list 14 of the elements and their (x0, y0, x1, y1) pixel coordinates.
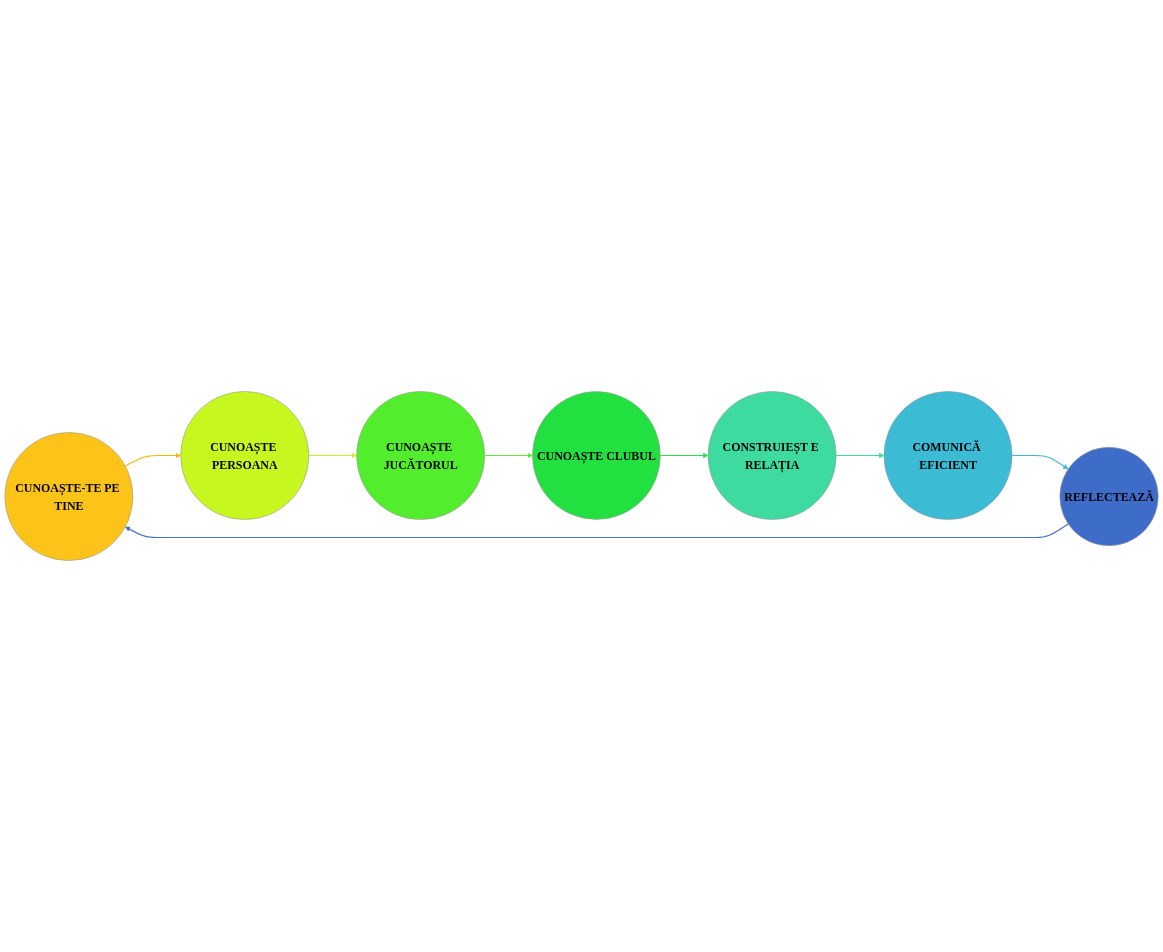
node-circle: COMUNICĂ EFICIENT (883, 391, 1013, 520)
arrow (835, 452, 885, 459)
arrow (484, 452, 533, 459)
arrow (125, 523, 1069, 539)
node-circle: REFLECTEAZĂ (1059, 447, 1159, 546)
arrow (659, 452, 709, 459)
arrow (308, 452, 357, 459)
arrow (124, 452, 181, 467)
node-circle: CUNOAȘTE JUCĂTORUL (356, 391, 486, 520)
node-circle: CONSTRUIEȘT E RELAȚIA (707, 391, 837, 520)
node-circle: CUNOAȘTE PERSOANA (180, 391, 310, 520)
node-circle: CUNOAȘTE CLUBUL (532, 391, 661, 520)
node-circle: CUNOAȘTE-TE PE TINE (4, 432, 134, 561)
arrow (1011, 454, 1069, 470)
